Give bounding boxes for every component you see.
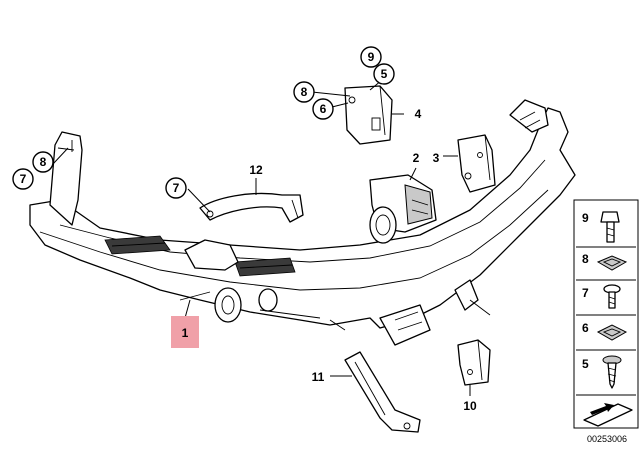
callout-label: 7 [173,181,180,195]
legend-item-9[interactable]: 9 [582,211,620,243]
front-carrier-part [29,99,576,346]
callout-10[interactable]: 10 [463,399,477,413]
legend-item-7[interactable]: 7 [582,284,621,309]
callout-1[interactable]: 1 [171,316,199,348]
legend-item-5[interactable]: 5 [582,355,622,389]
callout-label: 9 [368,50,375,64]
self-tapping-screw-icon [602,355,622,389]
callout-label: 8 [301,85,308,99]
highlight-box [171,316,199,348]
callout-label: 12 [249,163,263,177]
callout-label: 10 [463,399,477,413]
legend-item-6[interactable]: 6 [582,321,628,341]
clip-nut-icon [596,324,628,341]
legend-num: 9 [582,211,589,225]
screw-icon [603,284,621,309]
small-bracket-part [457,134,496,193]
callout-label: 7 [20,172,27,186]
legend-num: 8 [582,252,589,266]
legend-num: 6 [582,321,589,335]
diagram-code: 00253006 [587,434,627,444]
hardware-legend: 9 8 7 [573,199,639,429]
callout-6-top[interactable]: 6 [312,98,334,120]
callout-label: 3 [433,151,440,165]
callout-9-top[interactable]: 9 [360,46,382,68]
bolt-icon [600,211,620,243]
callout-label: 6 [320,102,327,116]
l-bracket-part [457,339,491,386]
callout-12[interactable]: 12 [249,163,263,177]
callout-label: 1 [182,326,189,340]
callout-label: 2 [413,151,420,165]
callout-5-top[interactable]: 5 [373,63,395,85]
legend-item-8[interactable]: 8 [582,252,628,271]
callout-8-left[interactable]: 8 [32,151,54,173]
callout-7-mid[interactable]: 7 [165,177,187,199]
callout-label: 11 [312,370,325,384]
callout-label: 4 [415,107,422,121]
support-strut-part [344,351,421,433]
upper-bracket-part [344,85,393,145]
lock-housing-part [369,174,437,244]
legend-num: 7 [582,286,589,300]
callout-8-top[interactable]: 8 [293,81,315,103]
callout-4[interactable]: 4 [415,107,422,121]
callout-label: 5 [381,67,388,81]
clip-nut-icon [596,255,628,271]
strap-bracket-part [199,192,304,223]
callout-3[interactable]: 3 [433,151,440,165]
callout-label: 8 [40,155,47,169]
legend-num: 5 [582,357,589,371]
callout-11[interactable]: 11 [312,370,325,384]
callout-7-left[interactable]: 7 [12,168,34,190]
arrow-icon [583,403,633,427]
callout-2[interactable]: 2 [413,151,420,165]
